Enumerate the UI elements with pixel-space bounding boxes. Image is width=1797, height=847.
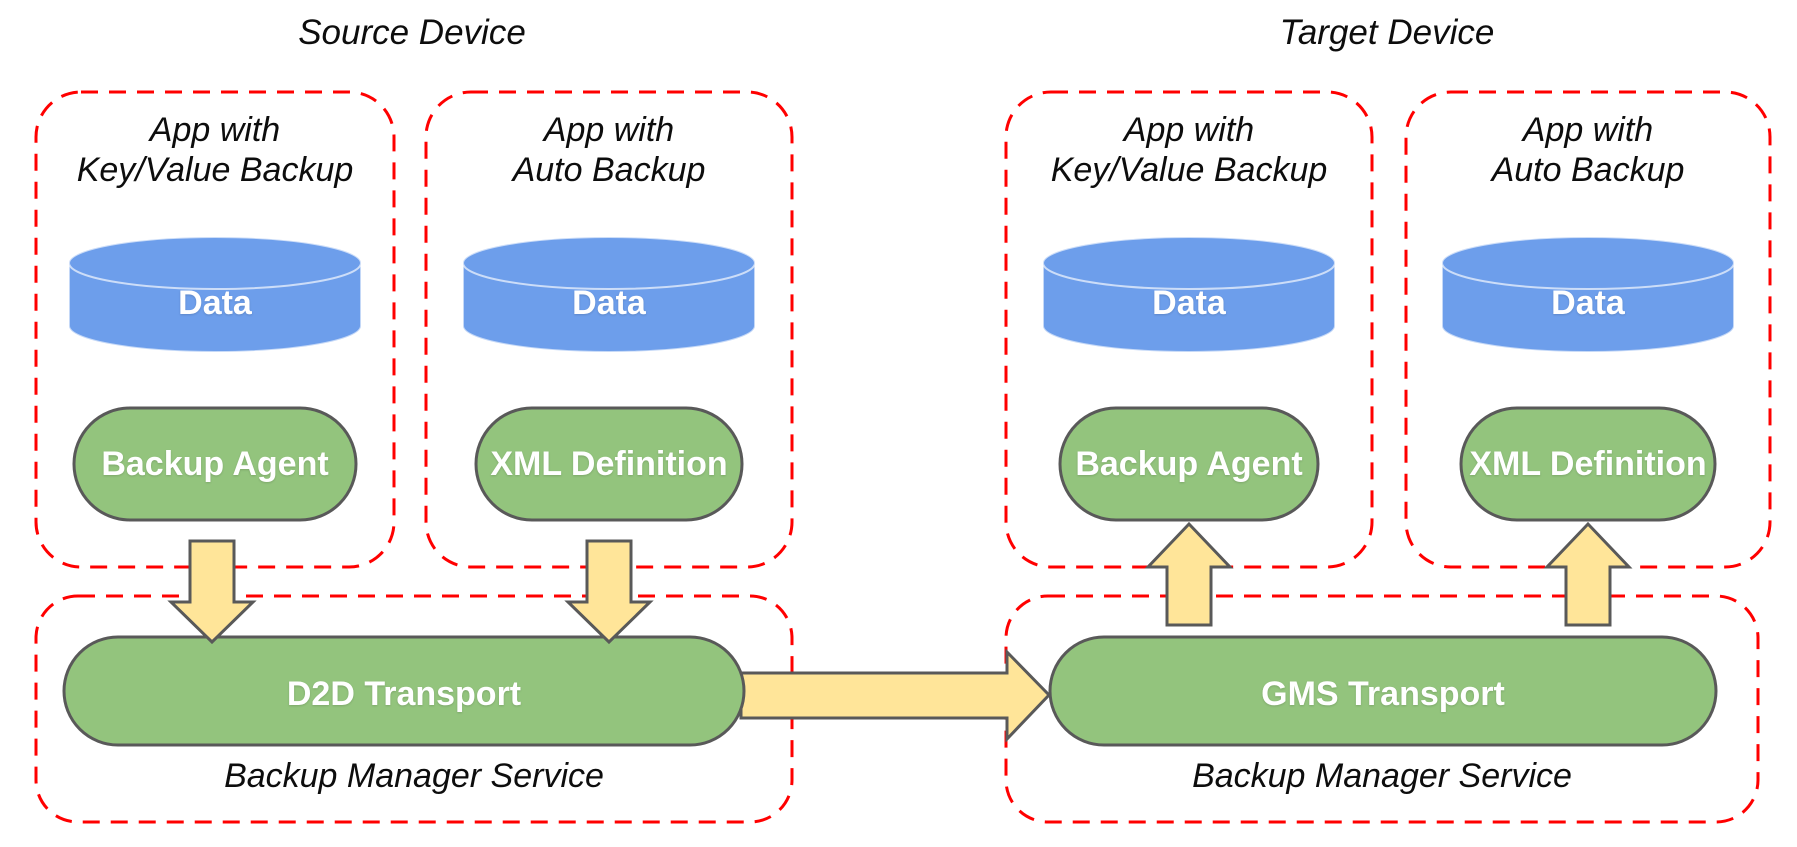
service-box-source	[34, 594, 794, 824]
backup-agent-pill-target	[1058, 406, 1320, 522]
data-cylinder-label: Data	[572, 284, 646, 322]
app-title-line2: Key/Value Backup	[76, 151, 354, 189]
data-cylinder-label: Data	[1551, 284, 1625, 322]
data-cylinder-label: Data	[1152, 284, 1226, 322]
backup-manager-service-label: Backup Manager Service	[1192, 757, 1572, 795]
target-device-title: Target Device	[1279, 13, 1495, 52]
down-arrow-icon	[564, 539, 654, 645]
backup-agent-label: Backup Agent	[101, 445, 329, 483]
down-arrow-icon	[167, 539, 257, 645]
data-cylinder	[462, 236, 756, 353]
app-title-line2: Auto Backup	[1491, 151, 1685, 189]
gms-transport-label: GMS Transport	[1261, 675, 1505, 713]
app-title: App with Auto Backup	[426, 110, 792, 190]
app-title-line1: App with	[149, 111, 281, 149]
data-cylinder	[1042, 236, 1336, 353]
xml-definition-pill-source	[474, 406, 744, 522]
gms-transport-pill	[1048, 635, 1718, 747]
xml-definition-pill-target	[1459, 406, 1717, 522]
backup-manager-service-label: Backup Manager Service	[224, 757, 604, 795]
app-title-line1: App with	[543, 111, 675, 149]
backup-agent-label: Backup Agent	[1075, 445, 1303, 483]
up-arrow-icon	[1543, 521, 1633, 627]
app-title-line1: App with	[1522, 111, 1654, 149]
app-title: App with Key/Value Backup	[1006, 110, 1372, 190]
data-cylinder	[68, 236, 362, 353]
data-cylinder-label: Data	[178, 284, 252, 322]
source-device-title: Source Device	[298, 13, 526, 52]
app-title-line1: App with	[1123, 111, 1255, 149]
app-title: App with Auto Backup	[1406, 110, 1770, 190]
d2d-transport-pill	[62, 635, 746, 747]
app-title-line2: Auto Backup	[512, 151, 706, 189]
xml-definition-label: XML Definition	[490, 445, 728, 483]
up-arrow-icon	[1144, 521, 1234, 627]
right-arrow-icon	[739, 648, 1052, 743]
xml-definition-label: XML Definition	[1469, 445, 1707, 483]
app-title: App with Key/Value Backup	[36, 110, 394, 190]
app-title-line2: Key/Value Backup	[1050, 151, 1328, 189]
backup-agent-pill-source	[72, 406, 358, 522]
data-cylinder	[1441, 236, 1735, 353]
d2d-transport-label: D2D Transport	[286, 675, 522, 713]
